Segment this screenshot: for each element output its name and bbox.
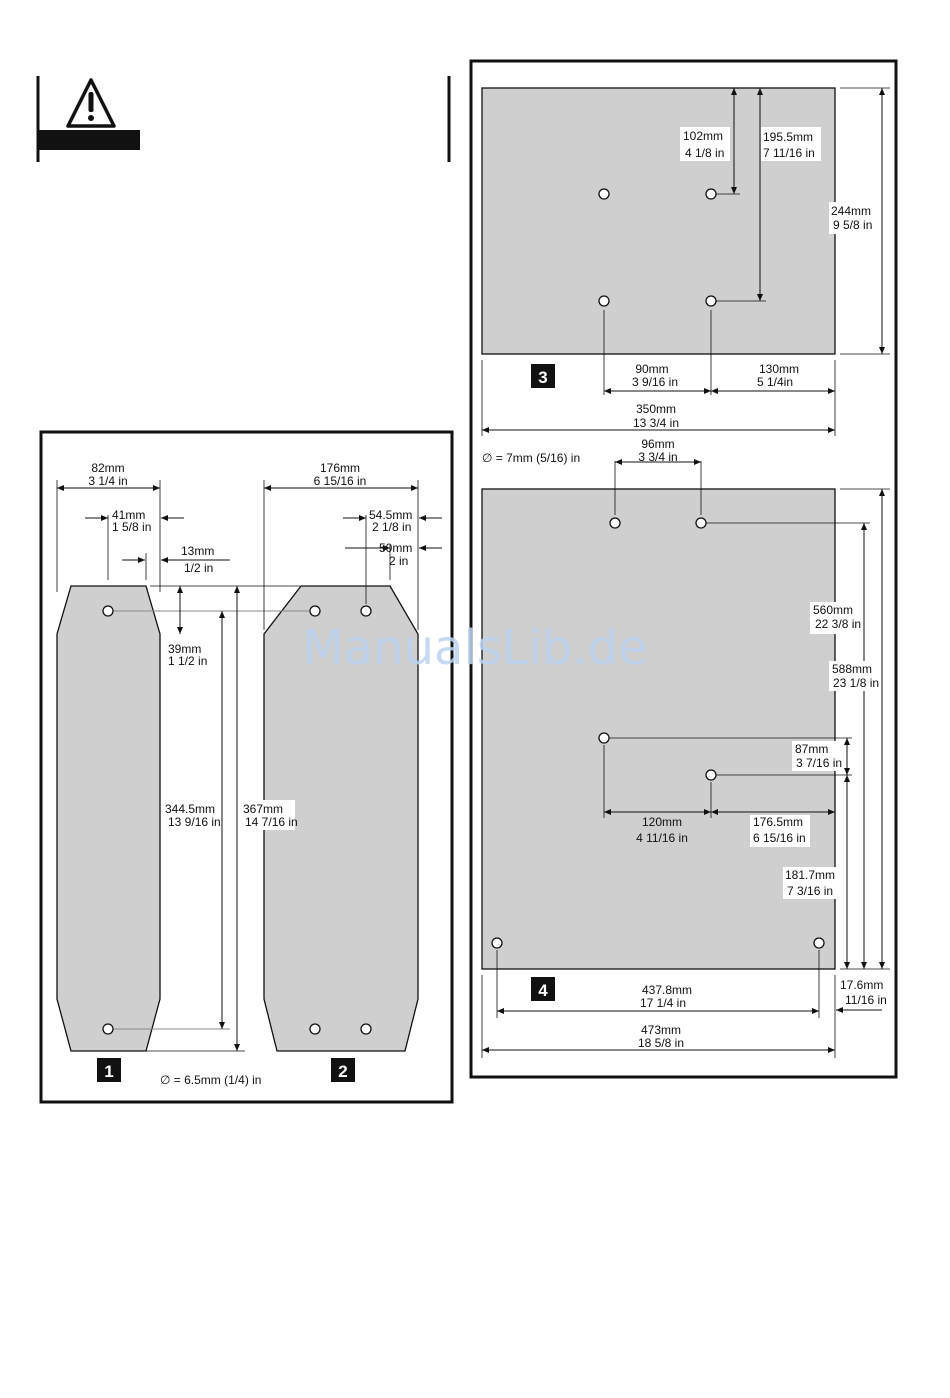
dim-367mm-in: 14 7/16 in [245,815,298,829]
plate-4-hole-bottom-left [491,937,503,949]
dim-82mm: 82mm [91,461,124,475]
plate-2 [263,585,419,1052]
dim-350mm: 350mm [636,402,676,416]
dim-120mm-in: 4 11/16 in [636,831,688,845]
plate-2-hole-bottom-right [360,1023,372,1035]
dim-344mm-in: 13 9/16 in [168,815,221,829]
plate-1 [56,585,161,1052]
plate-4-hole-mid-right [705,769,717,781]
dim-41mm-in: 1 5/8 in [112,520,151,534]
watermark: ManualsLib.de [302,620,647,676]
dim-54mm-in: 2 1/8 in [372,520,411,534]
badge-3: 3 [538,368,547,387]
dim-473mm-in: 18 5/8 in [638,1036,684,1050]
dim-17mm-in: 11/16 in [845,993,887,1007]
dim-176mm-in: 6 15/16 in [314,474,367,488]
hole-diameter-note-left: ∅ = 6.5mm (1/4) in [160,1073,261,1087]
dim-176-5mm: 176.5mm [753,815,803,829]
dim-560mm: 560mm [813,603,853,617]
plate-2-hole-bottom-left [309,1023,321,1035]
dim-82mm-in: 3 1/4 in [88,474,127,488]
plate-4-hole-top-right [695,517,707,529]
plate-4 [481,488,836,970]
plate-4-hole-mid-left [598,732,610,744]
plate-3-hole-4 [705,295,717,307]
dim-181mm-in: 7 3/16 in [787,884,833,898]
dim-17mm: 17.6mm [840,978,883,992]
plate-4-hole-bottom-right [813,937,825,949]
dim-195mm: 195.5mm [763,130,813,144]
dim-87mm: 87mm [795,742,828,756]
plate-1-hole-top [102,605,114,617]
dim-130mm: 130mm [759,362,799,376]
badge-4: 4 [538,981,548,1000]
dim-90mm-in: 3 9/16 in [632,375,678,389]
dim-176-5mm-in: 6 15/16 in [753,831,806,845]
warning-triangle-icon [66,78,116,128]
dim-560mm-in: 22 3/8 in [815,617,861,631]
dim-50mm: 50mm [379,541,412,555]
plate-3-hole-3 [598,295,610,307]
dim-120mm: 120mm [642,815,682,829]
dim-176mm: 176mm [320,461,360,475]
plate-1-hole-bottom [102,1023,114,1035]
warning-header [36,76,451,162]
panel-left-plates-1-2: 82mm 3 1/4 in 41mm 1 5/8 in 13mm 1/2 in … [39,430,454,1104]
plate-4-hole-top-left [609,517,621,529]
dim-367mm: 367mm [243,802,283,816]
badge-2: 2 [338,1062,347,1081]
dim-350mm-in: 13 3/4 in [633,416,679,430]
dim-96mm-in: 3 3/4 in [638,450,677,464]
dim-588mm: 588mm [832,662,872,676]
plate-2-hole-top-right [360,605,372,617]
panel-right-plates-3-4: 102mm 4 1/8 in 195.5mm 7 11/16 in 244mm … [469,59,898,1079]
dim-102mm-in: 4 1/8 in [685,146,724,160]
dim-588mm-in: 23 1/8 in [833,676,879,690]
plate-3-hole-1 [598,188,610,200]
dim-130mm-in: 5 1/4in [757,375,793,389]
dim-87mm-in: 3 7/16 in [796,756,842,770]
dim-54mm: 54.5mm [369,508,412,522]
dim-437mm-in: 17 1/4 in [640,996,686,1010]
dim-39mm-in: 1 1/2 in [168,654,207,668]
dim-39mm: 39mm [168,642,201,656]
dim-13mm: 13mm [181,544,214,558]
dim-244mm: 244mm [831,204,871,218]
badge-1: 1 [104,1062,113,1081]
plate-2-hole-top-left [309,605,321,617]
dim-96mm: 96mm [641,437,674,451]
dim-437mm: 437.8mm [642,983,692,997]
dim-195mm-in: 7 11/16 in [763,146,815,160]
dim-102mm: 102mm [683,129,723,143]
dim-90mm: 90mm [635,362,668,376]
hole-diameter-note-right: ∅ = 7mm (5/16) in [482,451,580,465]
dim-13mm-in: 1/2 in [184,561,213,575]
dim-244mm-in: 9 5/8 in [833,218,872,232]
dim-344mm: 344.5mm [165,802,215,816]
dim-181mm: 181.7mm [785,868,835,882]
dim-50mm-in: 2 in [389,554,408,568]
dim-41mm: 41mm [112,508,145,522]
dim-473mm: 473mm [641,1023,681,1037]
plate-3-hole-2 [705,188,717,200]
